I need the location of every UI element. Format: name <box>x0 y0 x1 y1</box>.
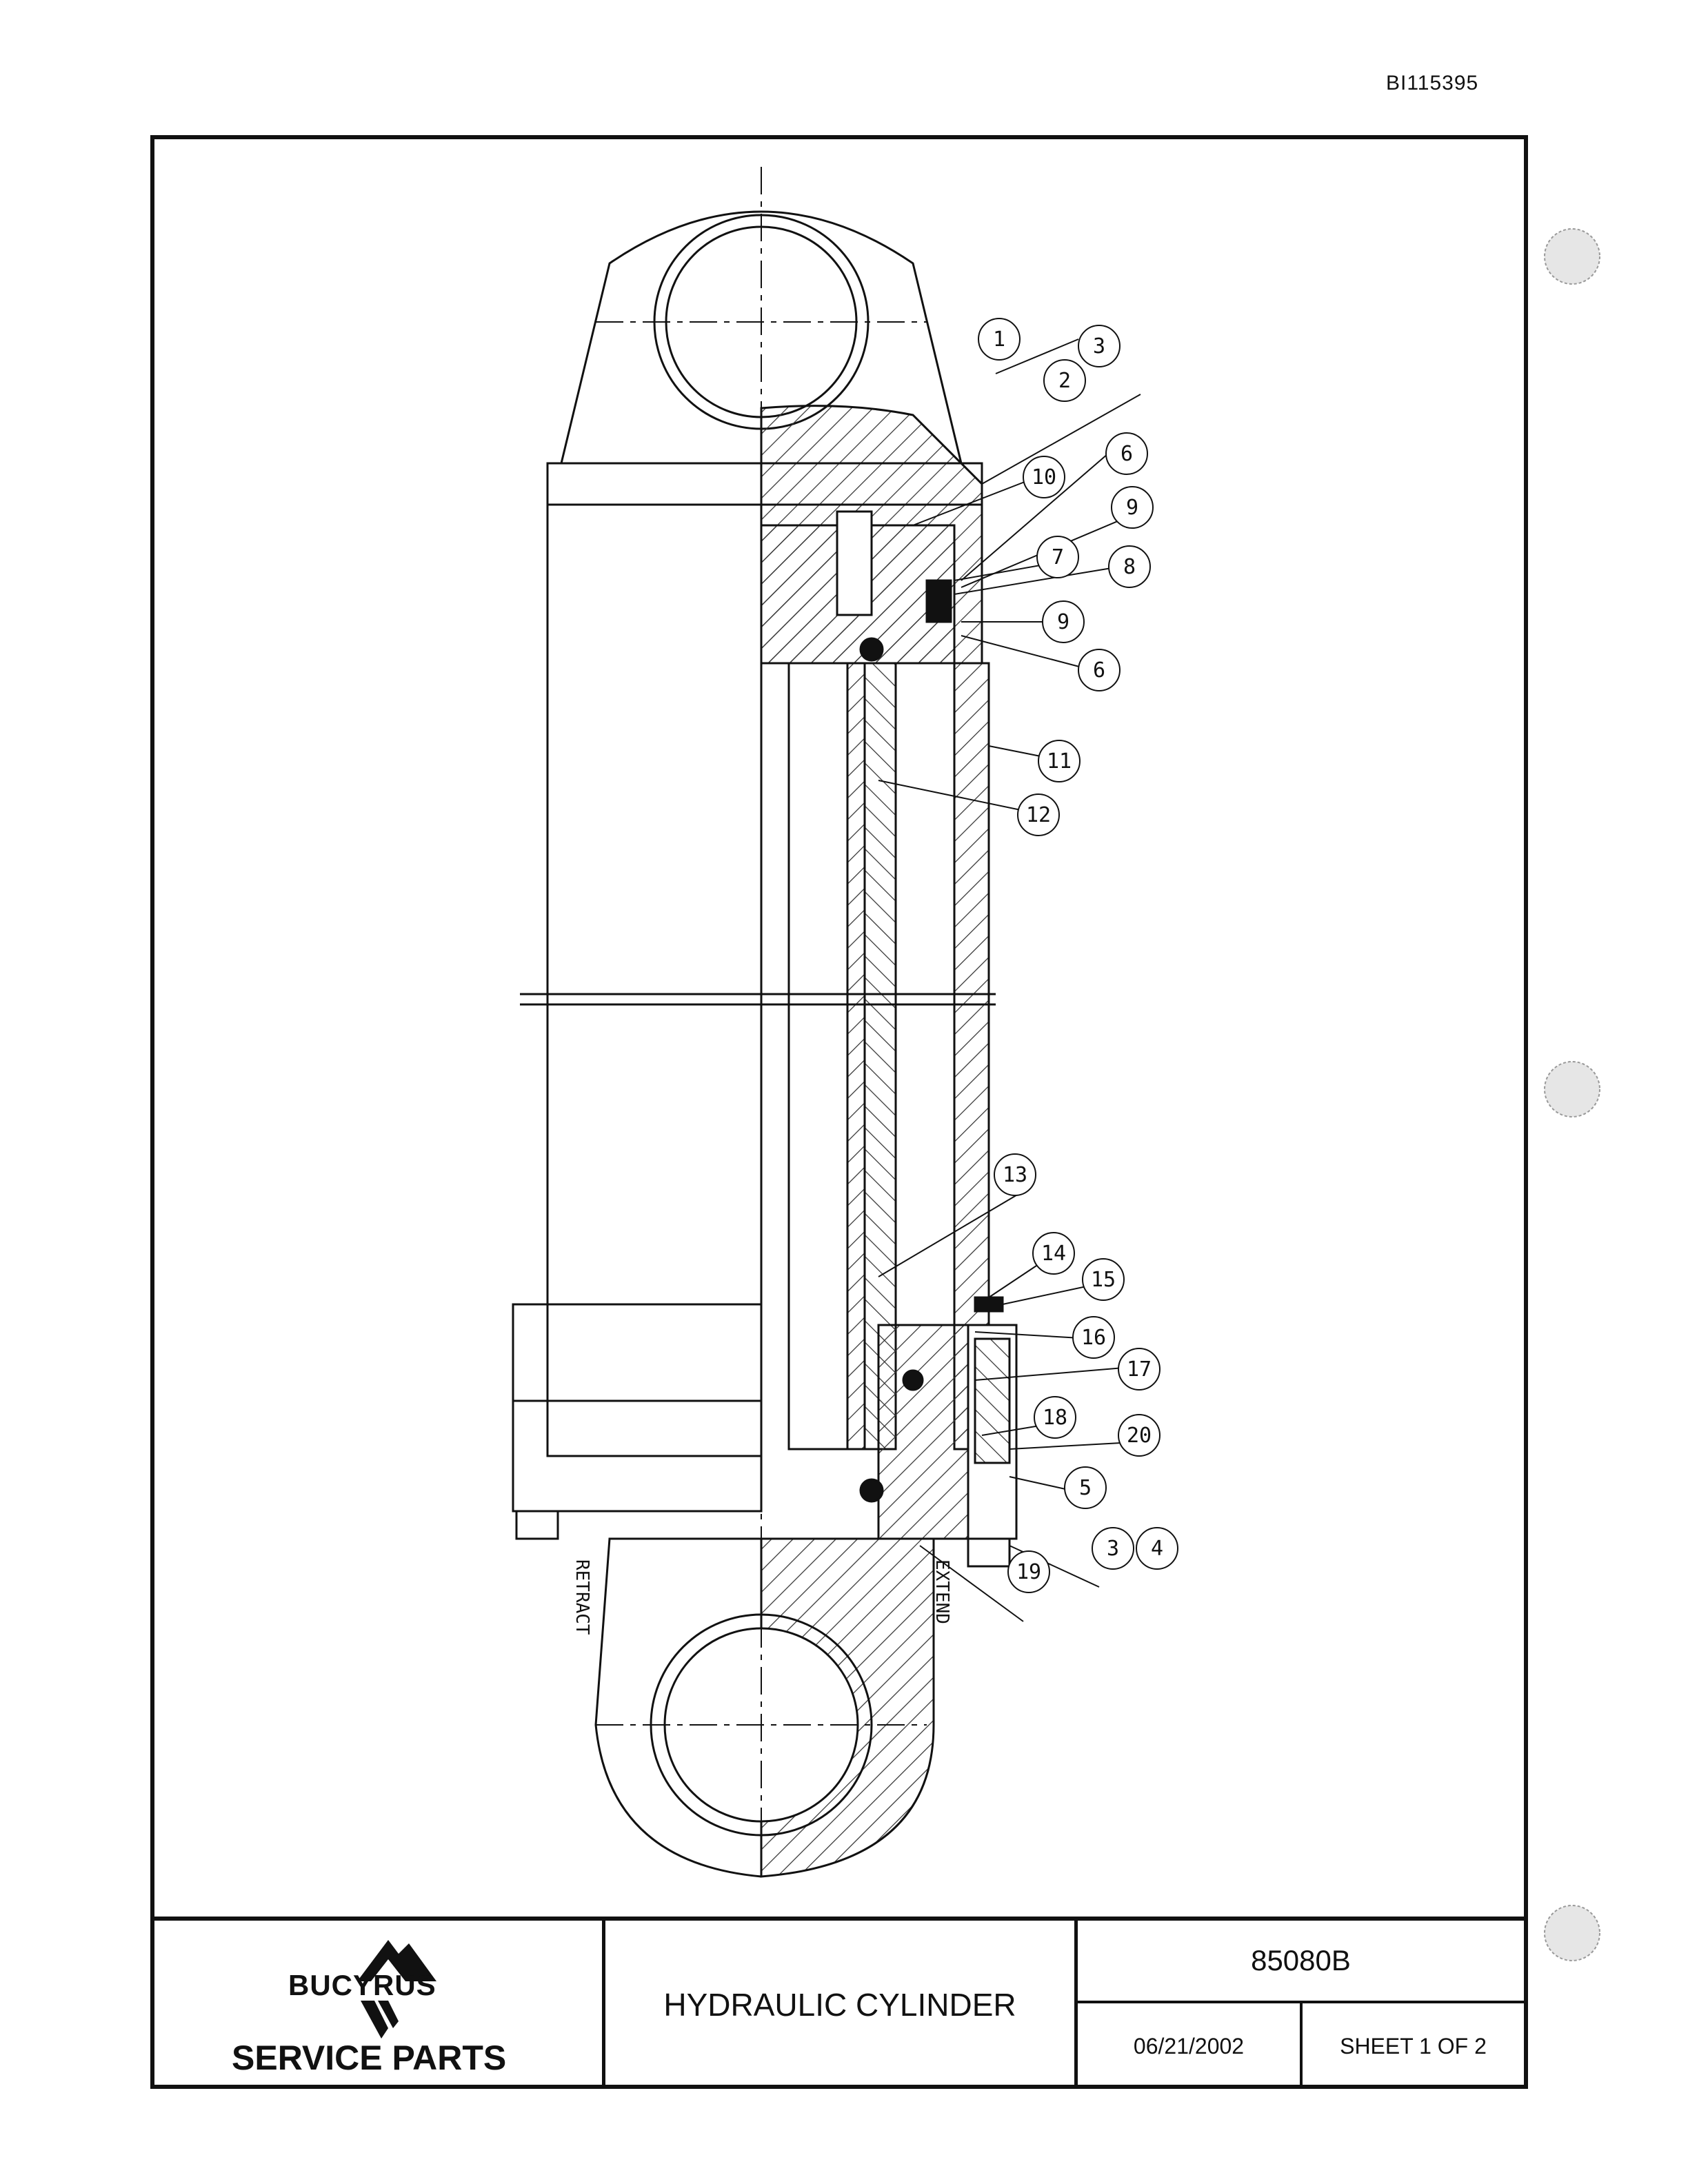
svg-text:12: 12 <box>1026 803 1051 827</box>
bucyrus-logo-icon <box>357 1940 436 1981</box>
svg-text:3: 3 <box>1107 1537 1119 1561</box>
barrel-body <box>546 503 763 1457</box>
callout-11: 11 <box>1038 740 1081 782</box>
drawing-title: HYDRAULIC CYLINDER <box>605 1921 1078 2089</box>
svg-text:17: 17 <box>1127 1357 1152 1382</box>
brand-name: BUCYRUS <box>288 1969 436 2001</box>
svg-text:8: 8 <box>1123 555 1136 579</box>
svg-text:9: 9 <box>1126 496 1138 520</box>
bottom-clevis <box>594 1537 762 1878</box>
callout-19: 19 <box>1007 1550 1050 1593</box>
drawing-date: 06/21/2002 <box>1078 2003 1303 2089</box>
brand-mark-icon <box>361 2001 399 2039</box>
svg-text:4: 4 <box>1151 1537 1163 1561</box>
callout-13: 13 <box>994 1153 1036 1196</box>
callout-6: 6 <box>1105 432 1148 475</box>
svg-text:5: 5 <box>1079 1476 1092 1500</box>
title-block: BUCYRUS SERVICE PARTS HYDRAULIC CYLINDER… <box>150 1917 1528 2089</box>
svg-text:11: 11 <box>1047 749 1072 774</box>
callout-10: 10 <box>1023 456 1065 498</box>
cylinder-drawing: 1 3 2 6 10 9 7 8 9 6 11 12 13 14 15 16 1… <box>512 167 1178 1878</box>
callout-8: 8 <box>1108 545 1151 588</box>
callout-9b: 9 <box>1042 600 1085 643</box>
lower-cap-screw <box>974 1337 1011 1464</box>
inner-rod-wall <box>846 662 866 1450</box>
port-block <box>512 1303 763 1513</box>
svg-text:16: 16 <box>1081 1326 1106 1350</box>
callout-20: 20 <box>1118 1414 1160 1457</box>
svg-text:6: 6 <box>1093 658 1105 682</box>
extend-label: EXTEND <box>932 1559 952 1624</box>
callout-18: 18 <box>1034 1396 1076 1439</box>
callout-16: 16 <box>1072 1316 1115 1359</box>
document-id: BI115395 <box>1386 72 1479 94</box>
svg-text:19: 19 <box>1016 1560 1041 1584</box>
callout-4: 4 <box>1136 1527 1178 1570</box>
callout-1: 1 <box>978 318 1021 361</box>
drawing-frame <box>150 135 1528 2089</box>
svg-text:3: 3 <box>1093 334 1105 358</box>
sheet-number: SHEET 1 OF 2 <box>1340 2033 1487 2059</box>
callout-3b: 3 <box>1092 1527 1134 1570</box>
svg-text:20: 20 <box>1127 1424 1152 1448</box>
svg-text:14: 14 <box>1041 1242 1066 1266</box>
retract-label: RETRACT <box>572 1559 592 1635</box>
svg-text:15: 15 <box>1091 1268 1116 1292</box>
svg-text:7: 7 <box>1052 545 1064 569</box>
callout-9: 9 <box>1111 486 1154 529</box>
logo-cell: BUCYRUS SERVICE PARTS <box>150 1921 605 2089</box>
punch-hole-icon <box>1544 1905 1600 1961</box>
callout-14: 14 <box>1032 1232 1075 1275</box>
svg-text:6: 6 <box>1121 442 1133 466</box>
barrel-wall <box>953 662 990 1450</box>
callout-6b: 6 <box>1078 649 1121 691</box>
cap-screw <box>836 510 873 616</box>
top-clevis <box>560 210 963 464</box>
svg-text:13: 13 <box>1003 1163 1027 1187</box>
callout-12: 12 <box>1017 793 1060 836</box>
drawing-number: 85080B <box>1078 1921 1524 2003</box>
callout-3: 3 <box>1078 325 1121 367</box>
callout-7: 7 <box>1036 536 1079 578</box>
svg-text:1: 1 <box>993 327 1005 352</box>
svg-text:10: 10 <box>1032 465 1056 489</box>
callout-5: 5 <box>1064 1466 1107 1509</box>
callout-15: 15 <box>1082 1258 1125 1301</box>
svg-text:2: 2 <box>1058 369 1071 393</box>
callout-17: 17 <box>1118 1348 1160 1391</box>
service-parts-label: SERVICE PARTS <box>232 2039 507 2077</box>
punch-hole-icon <box>1544 228 1600 285</box>
svg-text:9: 9 <box>1057 610 1069 634</box>
svg-text:18: 18 <box>1043 1406 1067 1430</box>
callout-2: 2 <box>1043 359 1086 402</box>
punch-hole-icon <box>1544 1061 1600 1118</box>
